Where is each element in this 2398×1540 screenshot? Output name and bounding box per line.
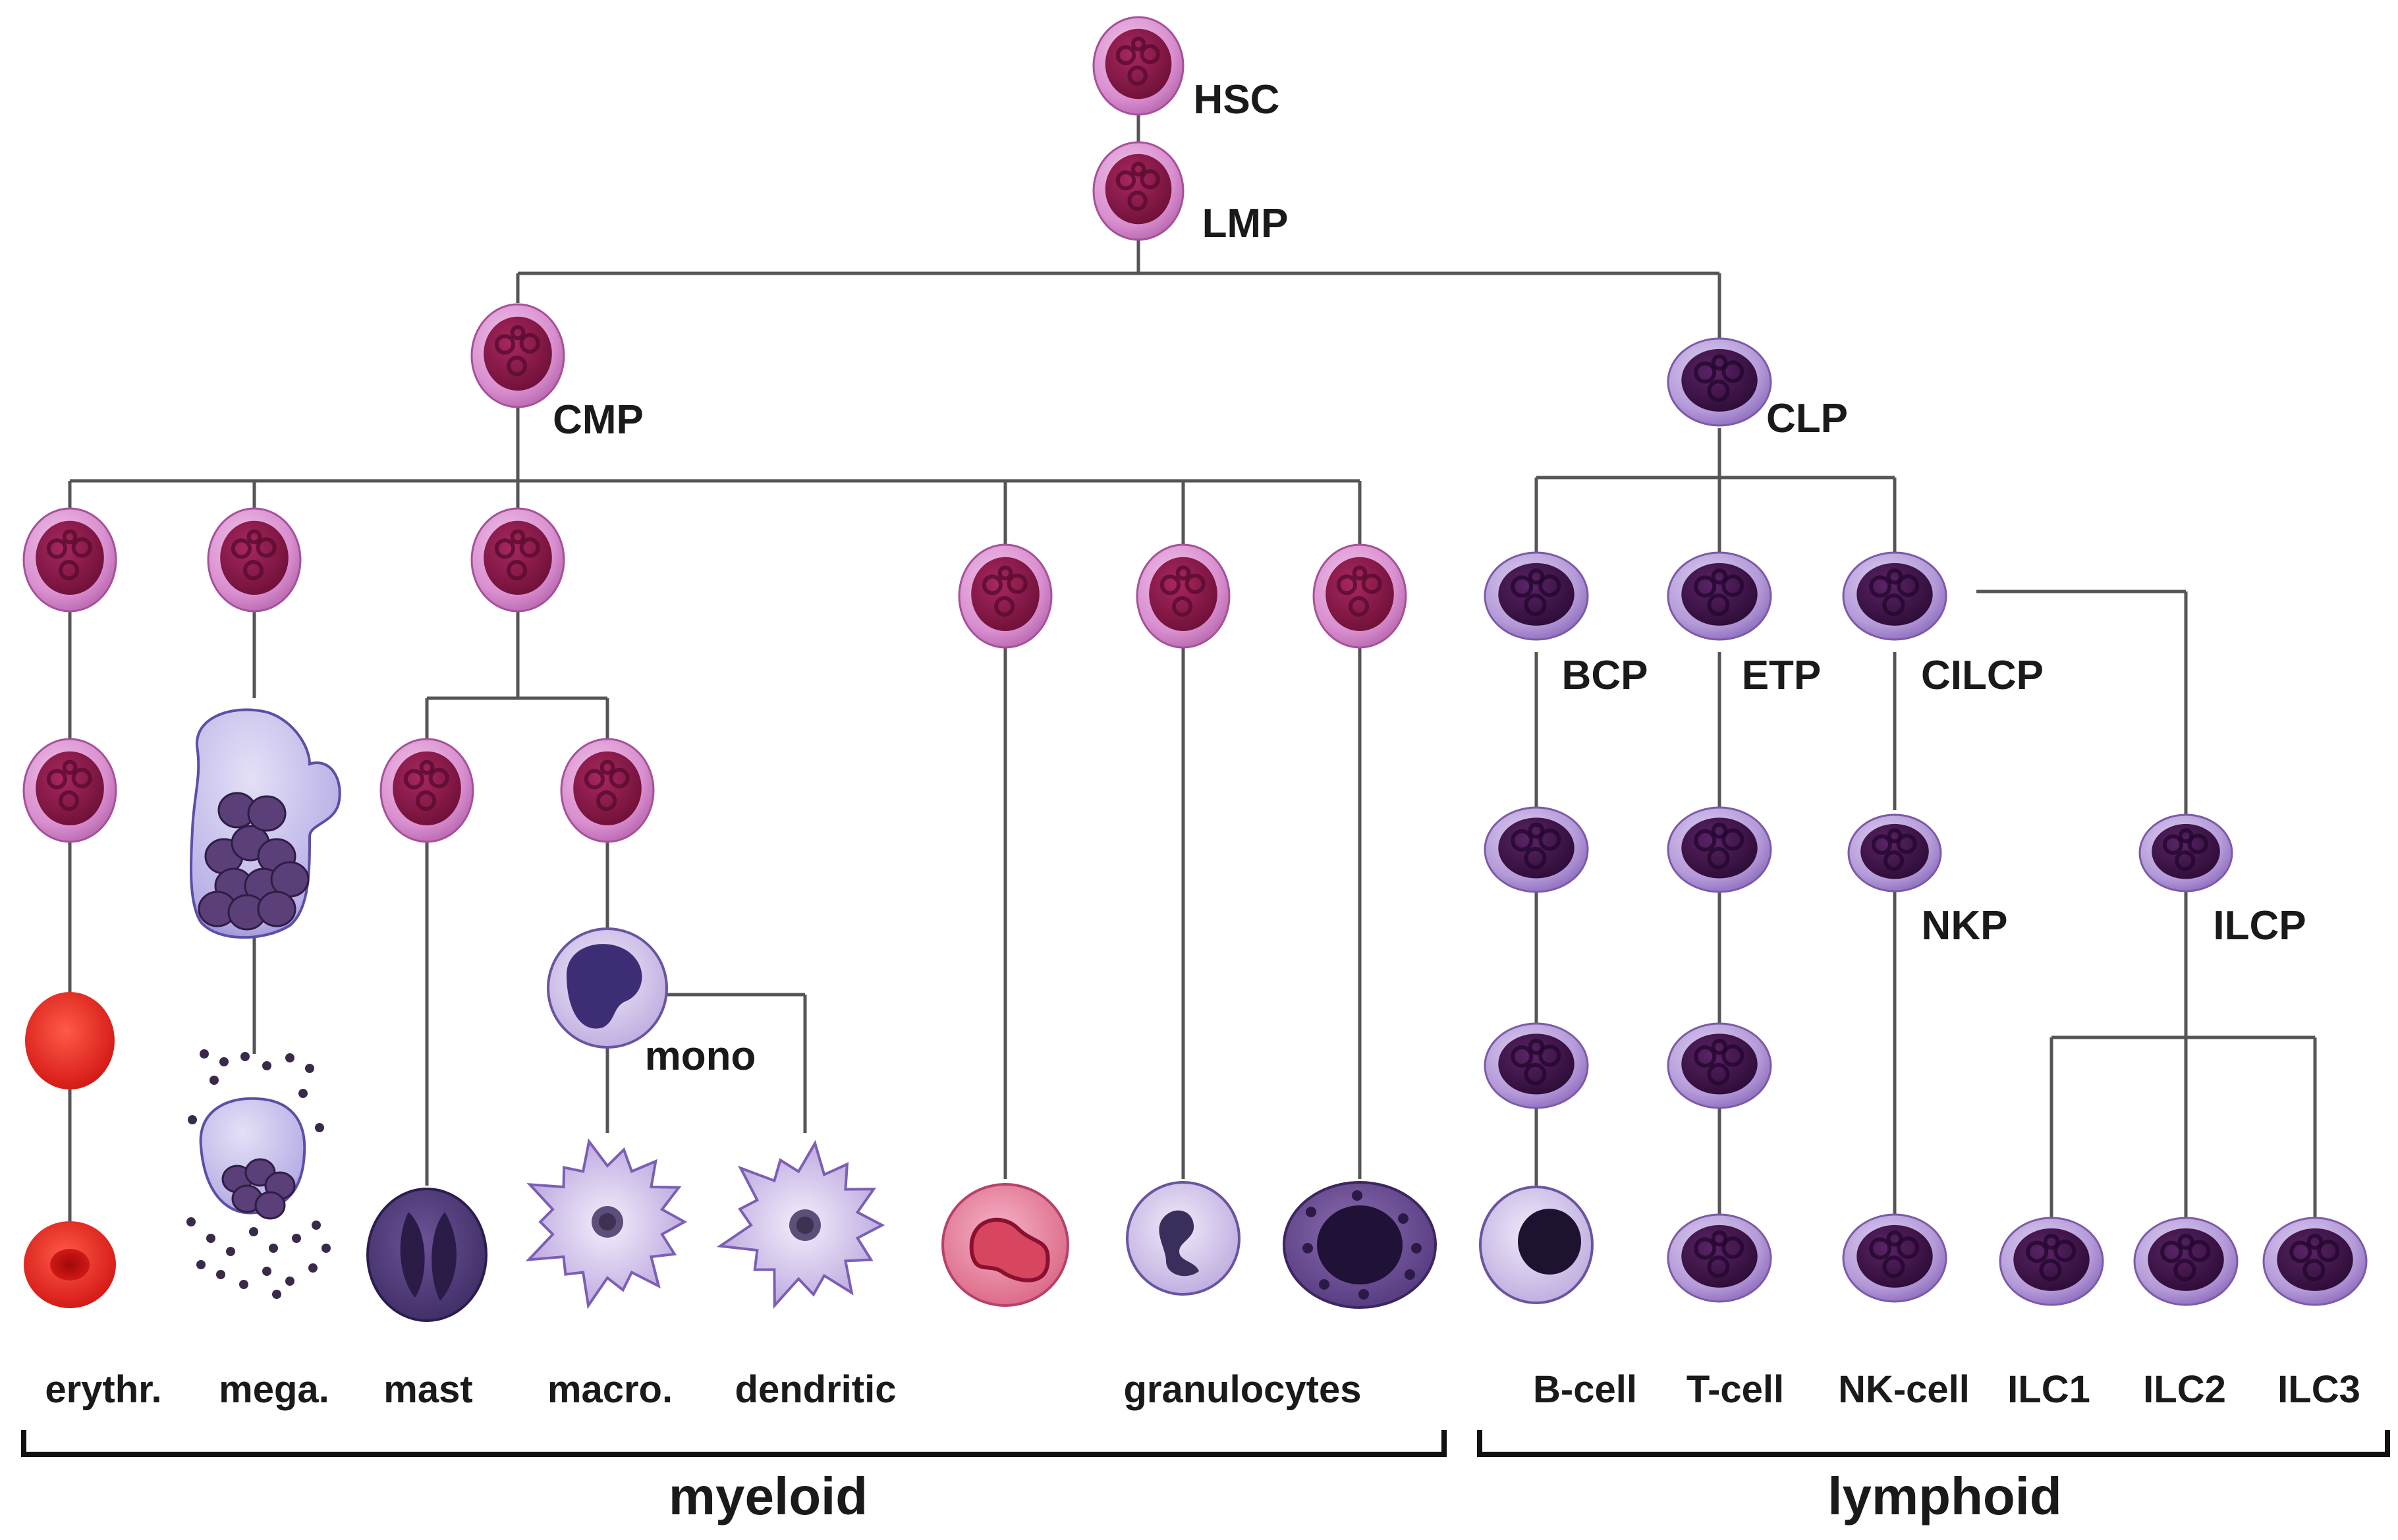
cell-pre-t-1: [1667, 806, 1772, 893]
label-erythrocyte: erythr.: [45, 1368, 162, 1411]
label-hsc: HSC: [1193, 77, 1280, 123]
cell-megakaryocyte-progenitor: [207, 507, 302, 613]
cell-neutrophil: [941, 1183, 1069, 1307]
label-ilc2: ILC2: [2143, 1368, 2226, 1411]
cell-clp: [1667, 337, 1772, 427]
platelet: [269, 1244, 278, 1253]
cell-dendritic: [716, 1140, 885, 1309]
platelet: [312, 1221, 321, 1230]
cell-hsc: [1092, 16, 1185, 116]
label-lmp: LMP: [1202, 201, 1289, 246]
platelet: [200, 1049, 209, 1059]
platelet: [226, 1247, 235, 1256]
myeloid-bracket: [21, 1430, 1447, 1457]
cell-pre-b-2: [1484, 1022, 1589, 1109]
label-ilc3: ILC3: [2277, 1368, 2360, 1411]
cell-mono-progenitor: [560, 738, 655, 843]
label-b-cell: B-cell: [1533, 1368, 1637, 1411]
group-brackets: [21, 1430, 2390, 1457]
platelet: [305, 1064, 314, 1073]
label-clp: CLP: [1766, 396, 1848, 441]
label-nkp: NKP: [1921, 903, 2008, 949]
cell-megakaryocyte: [189, 708, 341, 939]
label-etp: ETP: [1741, 653, 1822, 698]
platelet: [209, 1076, 219, 1085]
label-ilc1: ILC1: [2007, 1368, 2090, 1411]
cell-basophil: [1283, 1181, 1437, 1309]
cell-erythrocyte: [24, 1221, 116, 1308]
label-megakaryocyte: mega.: [219, 1368, 329, 1411]
cell-cmp: [470, 303, 565, 408]
platelet: [315, 1123, 324, 1132]
platelet: [216, 1270, 225, 1279]
platelet: [262, 1267, 271, 1276]
label-lymphoid-group: lymphoid: [1827, 1467, 2062, 1526]
label-ilcp: ILCP: [2213, 903, 2306, 949]
cell-lmp: [1092, 141, 1185, 241]
cell-etp: [1667, 551, 1772, 641]
label-cilcp: CILCP: [1921, 653, 2044, 698]
cell-nkp: [1847, 813, 1942, 893]
cell-bcp: [1484, 551, 1589, 641]
cell-b: [1479, 1186, 1594, 1304]
platelet: [285, 1053, 294, 1062]
cell-megakaryocyte-platelets: [186, 1049, 331, 1299]
label-mono: mono: [644, 1033, 756, 1079]
cell-pre-b-1: [1484, 806, 1589, 893]
cell-macrophage: [525, 1138, 688, 1309]
cell-monocyte: [547, 927, 668, 1049]
cell-gmp: [470, 507, 565, 613]
platelet: [206, 1234, 215, 1243]
cell-pre-t-2: [1667, 1022, 1772, 1109]
cell-ilc3: [2262, 1217, 2368, 1306]
platelet: [321, 1244, 331, 1253]
platelet: [272, 1290, 281, 1299]
cell-mast-progenitor: [379, 738, 474, 843]
cell-ilc1: [1999, 1217, 2104, 1306]
cell-reticulocyte: [25, 992, 115, 1089]
platelet: [292, 1234, 301, 1243]
label-nk-cell: NK-cell: [1838, 1368, 1970, 1411]
lymphoid-bracket: [1477, 1430, 2390, 1457]
label-bcp: BCP: [1561, 653, 1648, 698]
cell-cilcp: [1842, 551, 1947, 641]
cell-granulocyte-progenitor-3: [1312, 543, 1407, 649]
platelet: [298, 1089, 308, 1098]
label-mast-cell: mast: [383, 1368, 473, 1411]
cell-granulocyte-progenitor-2: [1136, 543, 1231, 649]
platelet: [219, 1057, 229, 1066]
platelet: [240, 1052, 250, 1061]
label-cmp: CMP: [553, 397, 644, 443]
platelet: [262, 1061, 271, 1070]
label-macrophage: macro.: [547, 1368, 673, 1411]
platelet: [196, 1260, 206, 1269]
cell-ilc2: [2133, 1217, 2239, 1306]
platelet: [249, 1227, 258, 1236]
platelet: [186, 1217, 196, 1226]
label-dendritic-cell: dendritic: [735, 1368, 897, 1411]
cell-ilcp: [2138, 813, 2233, 893]
cell-eosinophil: [1126, 1181, 1241, 1296]
cell-t-cell: [1667, 1213, 1772, 1303]
cell-granulocyte-progenitor-1: [958, 543, 1053, 649]
label-t-cell: T-cell: [1686, 1368, 1785, 1411]
platelet: [308, 1263, 318, 1273]
platelet: [188, 1115, 197, 1124]
cell-erythroid-progenitor: [22, 507, 117, 613]
cell-mast: [366, 1188, 488, 1322]
cell-nk-cell: [1842, 1213, 1947, 1303]
cell-erythroblast: [22, 738, 117, 843]
label-granulocytes: granulocytes: [1123, 1368, 1362, 1411]
platelet: [285, 1277, 294, 1286]
label-myeloid-group: myeloid: [668, 1467, 868, 1526]
platelet: [239, 1280, 248, 1289]
cells: [22, 16, 2368, 1322]
